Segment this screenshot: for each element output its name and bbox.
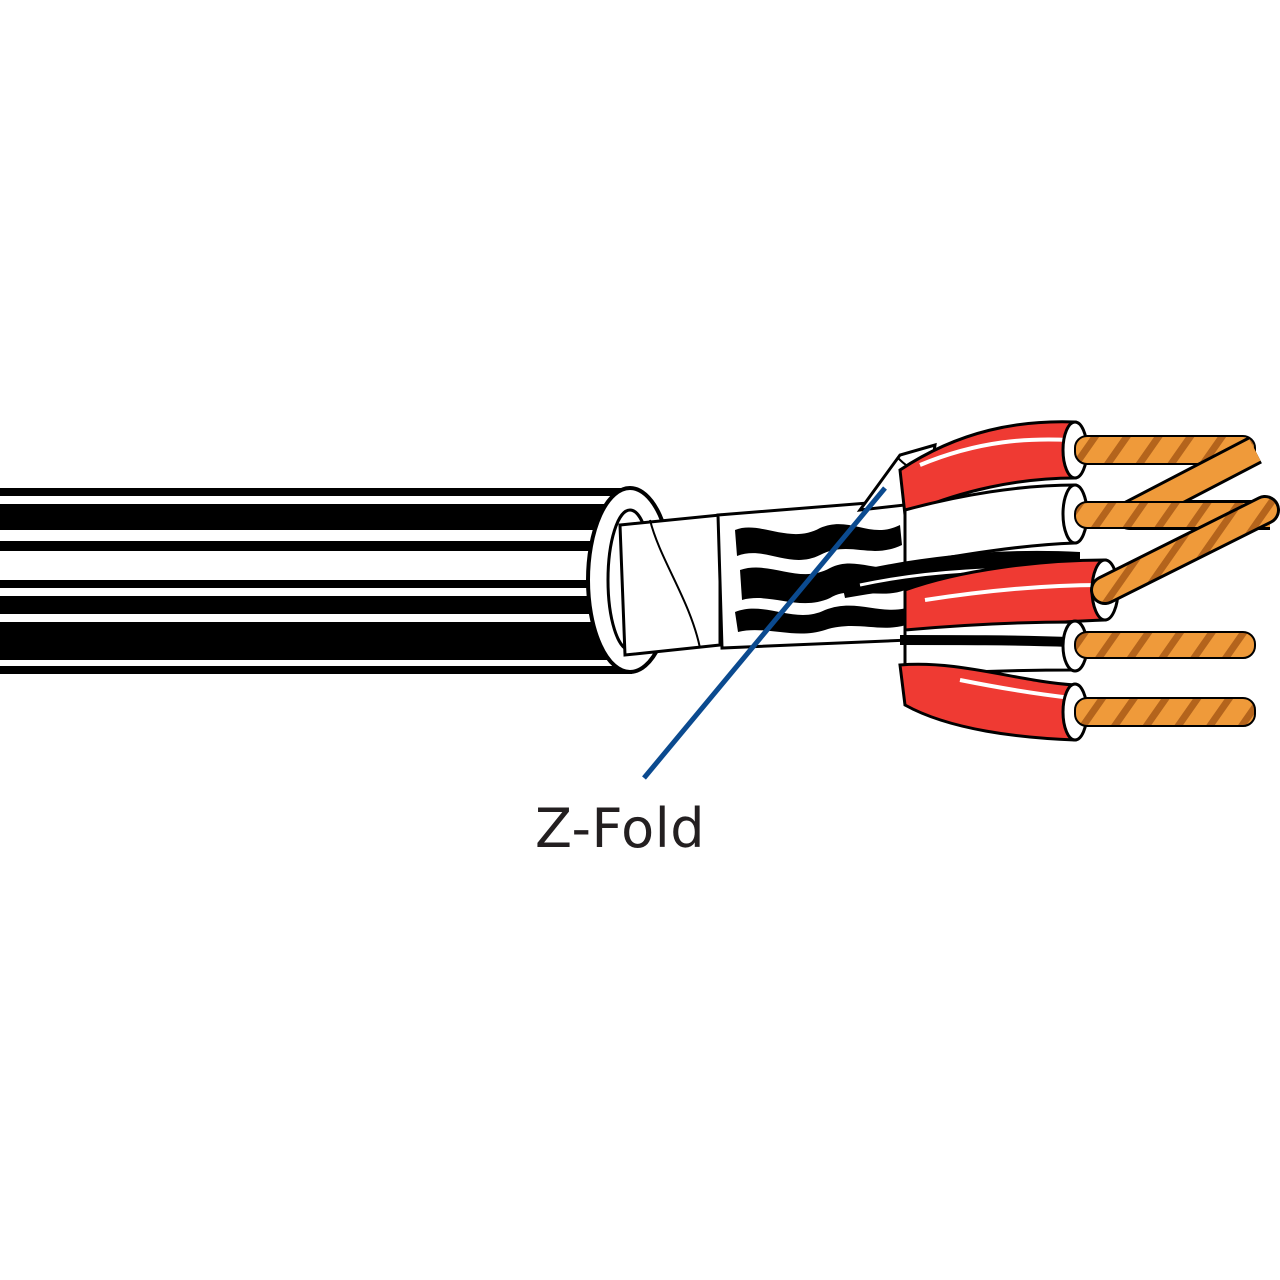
copper-strands <box>1074 435 1280 727</box>
conductor-top-red <box>898 420 1089 518</box>
z-fold-leader-line <box>642 486 887 780</box>
foil-shield <box>618 513 722 657</box>
conductor-upper-white <box>903 483 1089 567</box>
z-fold-label: Z-Fold <box>535 797 705 860</box>
conductor-bottom-red <box>898 662 1089 742</box>
conductor-lower-white <box>899 619 1089 677</box>
outer-jacket <box>0 488 635 674</box>
